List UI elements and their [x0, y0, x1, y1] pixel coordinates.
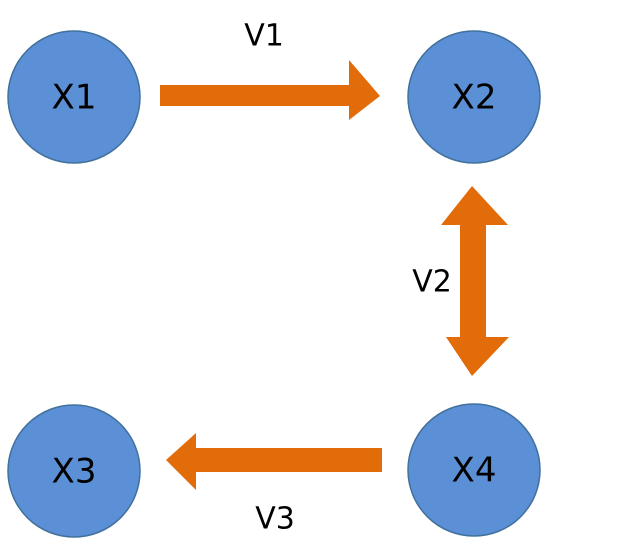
node-x2-label: X2	[452, 78, 497, 118]
node-x1-label: X1	[52, 78, 97, 118]
arrow-v3	[166, 433, 382, 490]
node-x2: X2	[407, 30, 541, 164]
edge-label-v1: V1	[244, 19, 284, 54]
arrow-v2	[441, 186, 509, 376]
edge-label-v2: V2	[412, 265, 452, 300]
node-x1-circle	[7, 30, 141, 164]
node-x3-label: X3	[52, 452, 97, 492]
node-x4-circle	[407, 403, 541, 537]
node-x4: X4	[407, 403, 541, 537]
node-x3: X3	[7, 404, 141, 538]
node-x2-circle	[407, 30, 541, 164]
node-x1: X1	[7, 30, 141, 164]
edge-label-v3: V3	[255, 502, 295, 537]
arrow-v1	[160, 60, 380, 120]
node-x4-label: X4	[452, 451, 497, 491]
node-x3-circle	[7, 404, 141, 538]
